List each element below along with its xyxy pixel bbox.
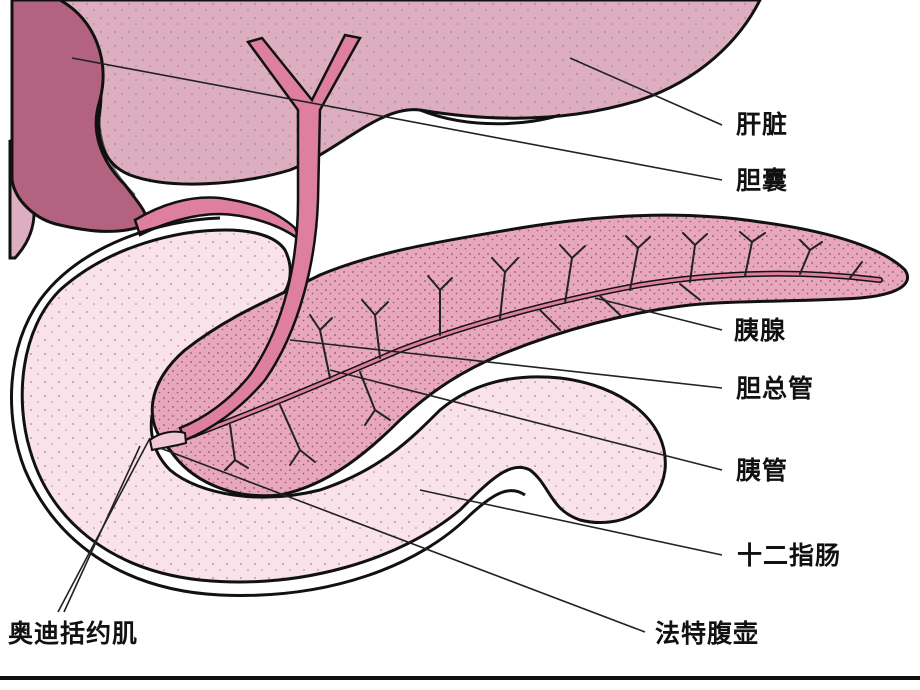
ampulla-of-vater [148, 430, 188, 452]
leader-line-common-bile-duct [289, 339, 723, 389]
pancreatic-duct [177, 231, 883, 471]
leader-line-pancreas [594, 297, 723, 331]
leader-line-sphincter-2 [63, 445, 141, 613]
label-common-bile-duct: 胆总管 [736, 374, 815, 403]
label-gallbladder: 胆囊 [736, 166, 789, 195]
leader-line-liver [569, 57, 723, 126]
gallbladder [10, 0, 148, 233]
leader-line-duodenum [419, 489, 723, 556]
label-duodenum: 十二指肠 [737, 541, 842, 570]
leader-line-pancreatic-duct [329, 369, 723, 471]
leader-line-ampulla [159, 447, 646, 633]
common-bile-duct [178, 33, 362, 442]
leader-lines [57, 57, 723, 633]
label-ampulla-of-vater: 法特腹壶 [655, 619, 760, 648]
label-pancreatic-duct: 胰管 [736, 456, 789, 485]
label-pancreas: 胰腺 [734, 316, 787, 345]
label-sphincter-of-oddi: 奥迪括约肌 [8, 619, 139, 648]
label-liver: 肝脏 [736, 110, 789, 139]
bottom-divider [0, 676, 920, 680]
pancreas [150, 213, 909, 498]
leader-line-gallbladder [71, 57, 723, 181]
